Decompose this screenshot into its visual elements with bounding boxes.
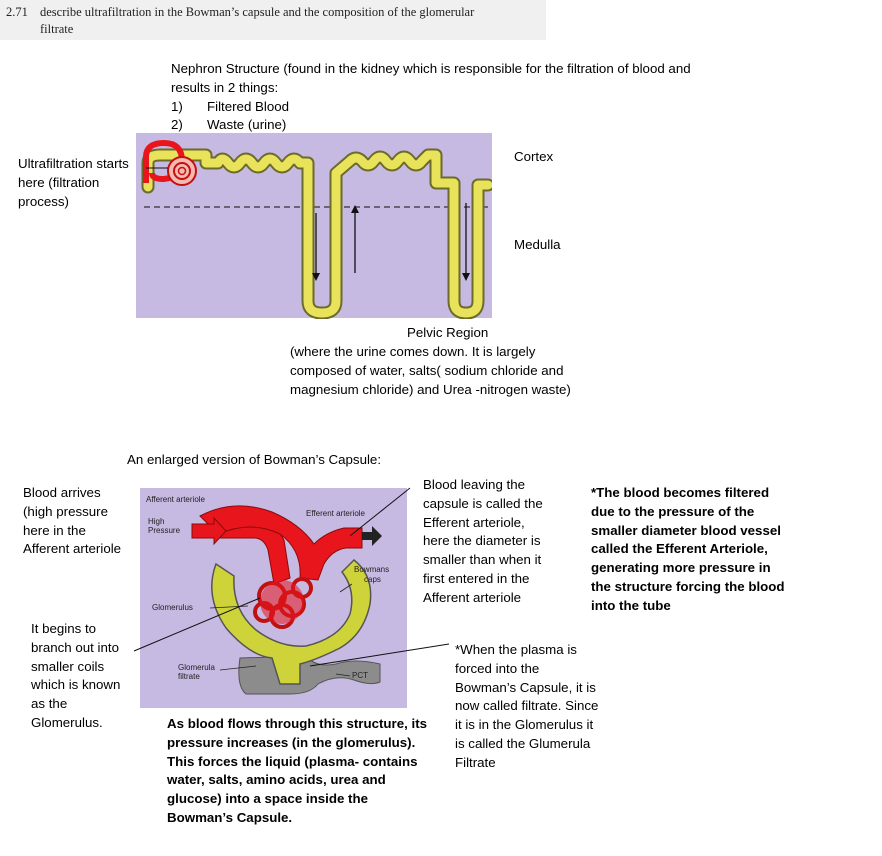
pelvic-description: (where the urine comes down. It is large… xyxy=(290,343,620,399)
afferent-label: Afferent arteriole xyxy=(146,495,206,504)
efferent-label: Efferent arteriole xyxy=(306,509,366,518)
nephron-intro: Nephron Structure (found in the kidney w… xyxy=(171,60,811,135)
cortex-label: Cortex xyxy=(514,148,553,167)
filtrate-label: filtrate xyxy=(178,672,200,681)
pressure-label: Pressure xyxy=(148,526,181,535)
nephron-intro-line1: Nephron Structure (found in the kidney w… xyxy=(171,60,811,79)
caps-label: caps xyxy=(364,575,381,584)
nephron-intro-line2: results in 2 things: xyxy=(171,79,811,98)
plasma-note: *When the plasma is forced into the Bowm… xyxy=(455,641,645,773)
header-line1: describe ultrafiltration in the Bowman’s… xyxy=(40,5,474,19)
capsule-heading: An enlarged version of Bowman’s Capsule: xyxy=(127,451,381,470)
list-item: 1)Filtered Blood xyxy=(171,98,811,117)
filtration-note: *The blood becomes filtered due to the p… xyxy=(591,484,821,616)
header-number: 2.71 xyxy=(6,4,40,21)
glomerula-label: Glomerula xyxy=(178,663,215,672)
blood-arrives-text: Blood arrives (high pressure here in the… xyxy=(23,484,141,559)
glomerulus-label: Glomerulus xyxy=(152,603,193,612)
header-line2: filtrate xyxy=(6,21,542,38)
branch-text: It begins to branch out into smaller coi… xyxy=(31,620,141,733)
bowmans-label: Bowmans xyxy=(354,565,389,574)
glomerulus xyxy=(260,580,304,624)
pelvic-title: Pelvic Region xyxy=(407,324,488,343)
high-label: High xyxy=(148,517,164,526)
pct-label: PCT xyxy=(352,671,368,680)
nephron-diagram xyxy=(136,133,492,319)
medulla-label: Medulla xyxy=(514,236,561,255)
pressure-explanation: As blood flows through this structure, i… xyxy=(167,715,457,828)
bowmans-capsule xyxy=(168,157,196,185)
blood-leaving-text: Blood leaving the capsule is called the … xyxy=(423,476,583,608)
bowmans-capsule-diagram: Afferent arteriole Efferent arteriole Hi… xyxy=(140,488,410,708)
